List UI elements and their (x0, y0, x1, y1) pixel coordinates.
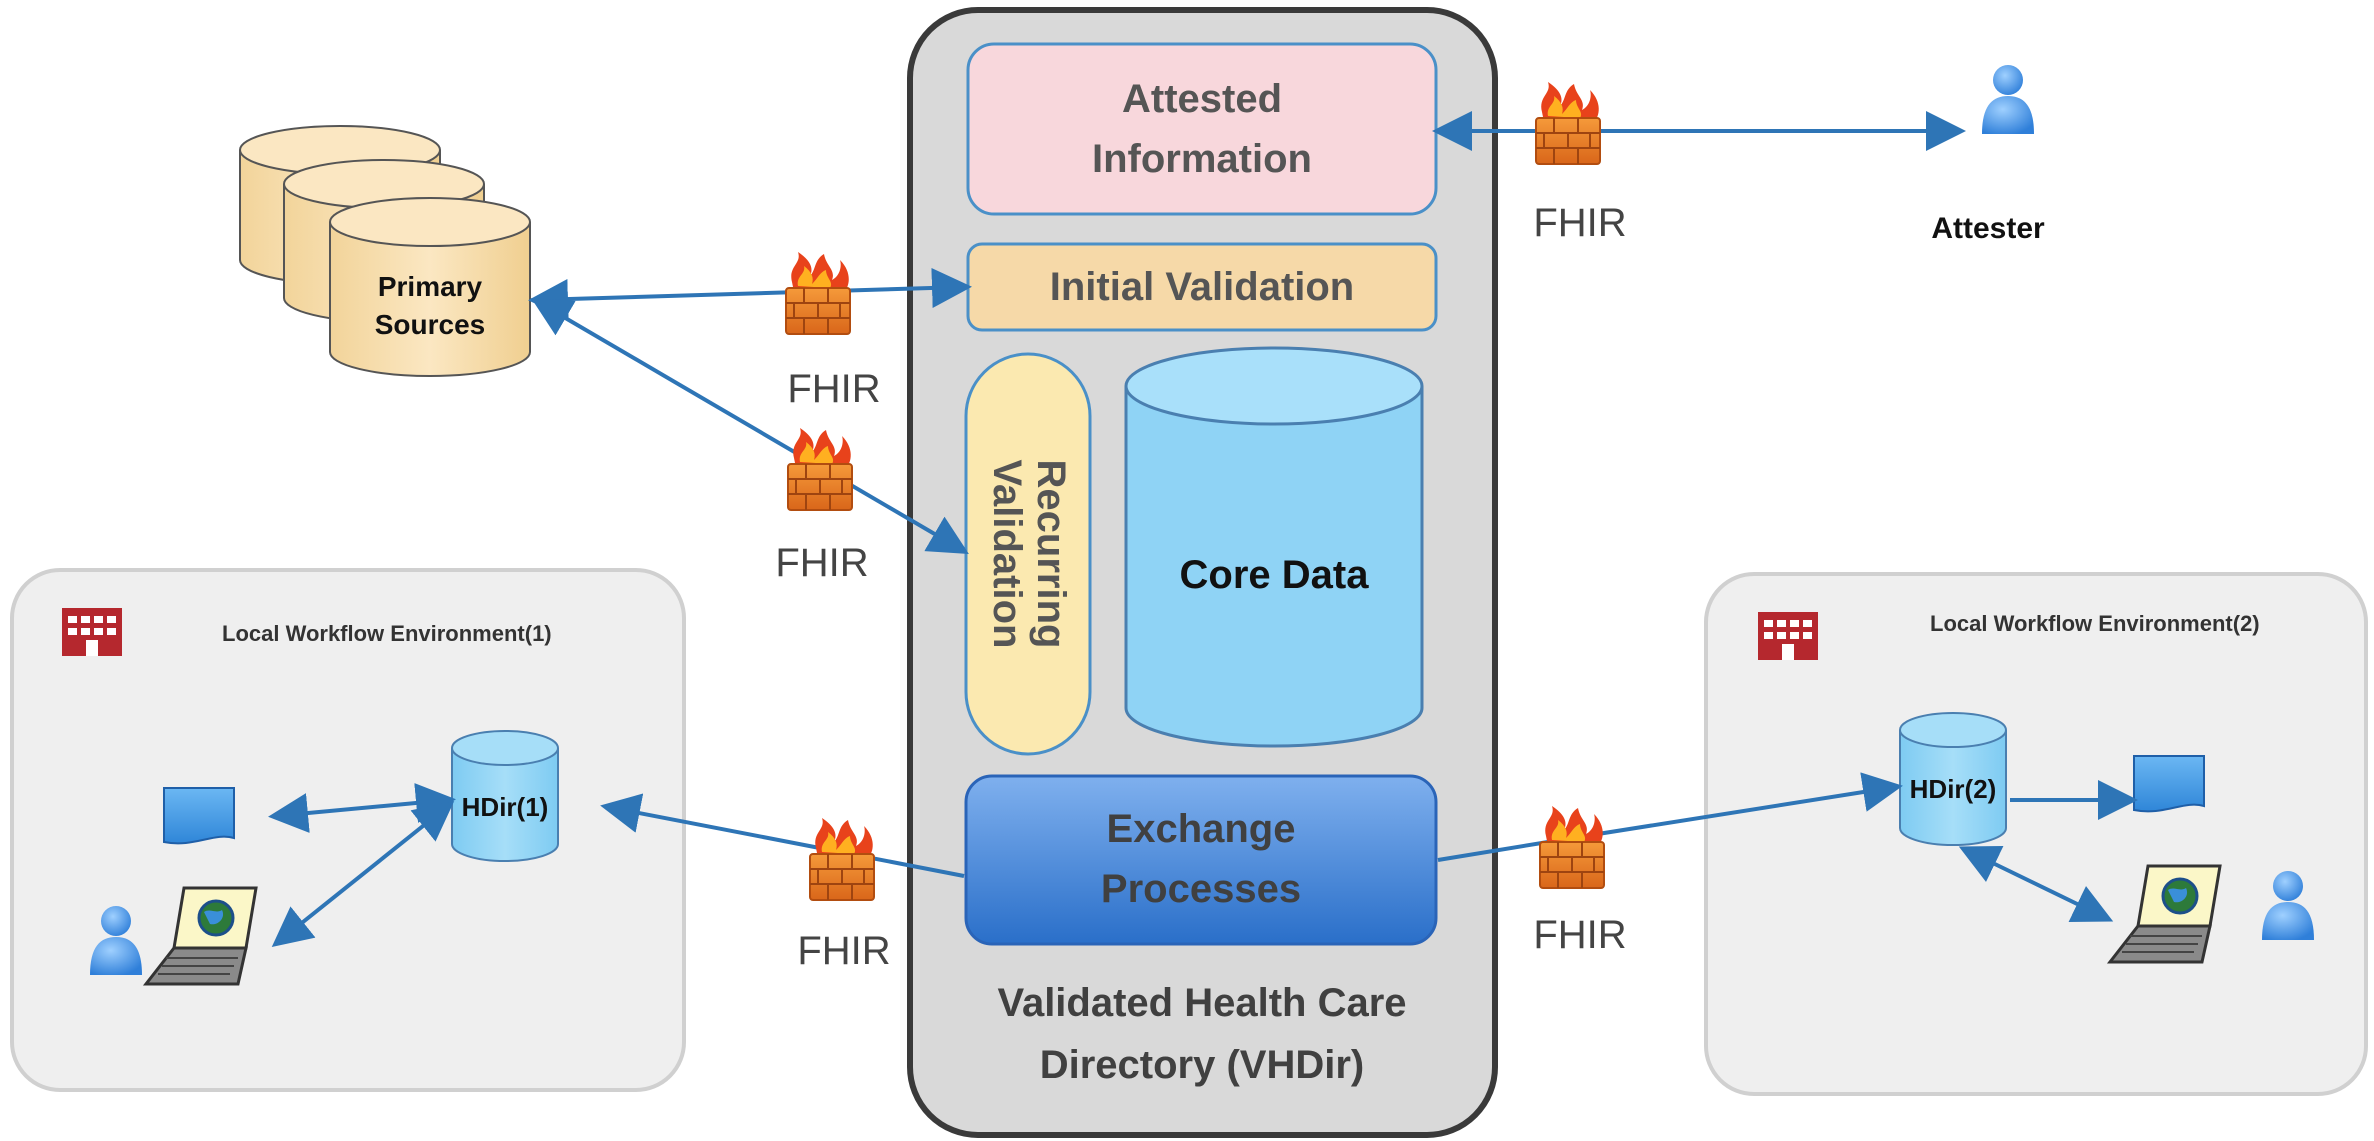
local-workflow-title-1: Local Workflow Environment(1) (222, 621, 552, 646)
firewall-icon (809, 817, 875, 901)
attested-label-line2: Information (1092, 137, 1312, 181)
vhdir-title-line2: Directory (VHDir) (1040, 1043, 1365, 1087)
recurring-label-line2: Validation (985, 460, 1029, 649)
local-workflow-panel-1: Local Workflow Environment(1) HDir(1) (10, 568, 686, 1092)
local-workflow-title-2: Local Workflow Environment(2) (1930, 611, 2260, 636)
core-data-database: Core Data (1124, 346, 1424, 748)
arrow-hdir2-laptop (1958, 845, 2114, 923)
fhir-label-attester: FHIR (1533, 201, 1626, 245)
attested-label-line1: Attested (1122, 77, 1282, 121)
fhir-label-recurring: FHIR (775, 541, 868, 585)
hdir-label-1: HDir(1) (462, 792, 549, 822)
arrow-initial-validation (528, 267, 972, 320)
vhdir-panel: Attested Information Initial Validation … (907, 7, 1498, 1138)
local-workflow-panel-2: Local Workflow Environment(2) HDir(2) (1704, 572, 2368, 1096)
arrow-recurring-validation (531, 297, 969, 555)
vhdir-title-line1: Validated Health Care (997, 981, 1406, 1025)
hdir-database-2: HDir(2) (1899, 712, 2007, 846)
attester-person-icon (1982, 65, 2034, 134)
hdir-database-1: HDir(1) (451, 730, 559, 862)
fhir-label-initial: FHIR (787, 367, 880, 411)
document-icon (2133, 755, 2205, 813)
exchange-label-line2: Processes (1101, 867, 1301, 911)
initial-validation-label: Initial Validation (1050, 265, 1355, 309)
primary-sources-line1: Primary (378, 271, 483, 302)
fhir-label-local2: FHIR (1533, 913, 1626, 957)
firewall-icon (787, 427, 853, 511)
arrow-hdir1-laptop (271, 801, 455, 947)
exchange-processes-box (964, 774, 1438, 946)
firewall-icon (785, 251, 851, 335)
hdir-label-2: HDir(2) (1910, 774, 1997, 804)
building-icon (62, 608, 122, 656)
document-icon (163, 787, 235, 845)
firewall-icon (1539, 805, 1605, 889)
recurring-label-line1: Recurring (1029, 460, 1073, 649)
building-icon (1758, 612, 1818, 660)
attester-label: Attester (1931, 212, 2045, 245)
primary-sources-line2: Sources (375, 309, 486, 340)
primary-sources-database: Primary Sources (239, 125, 531, 377)
firewall-icon (1535, 81, 1601, 165)
exchange-label-line1: Exchange (1107, 807, 1296, 851)
fhir-label-local1: FHIR (797, 929, 890, 973)
attested-information-box (966, 42, 1438, 216)
core-data-label: Core Data (1180, 553, 1370, 597)
